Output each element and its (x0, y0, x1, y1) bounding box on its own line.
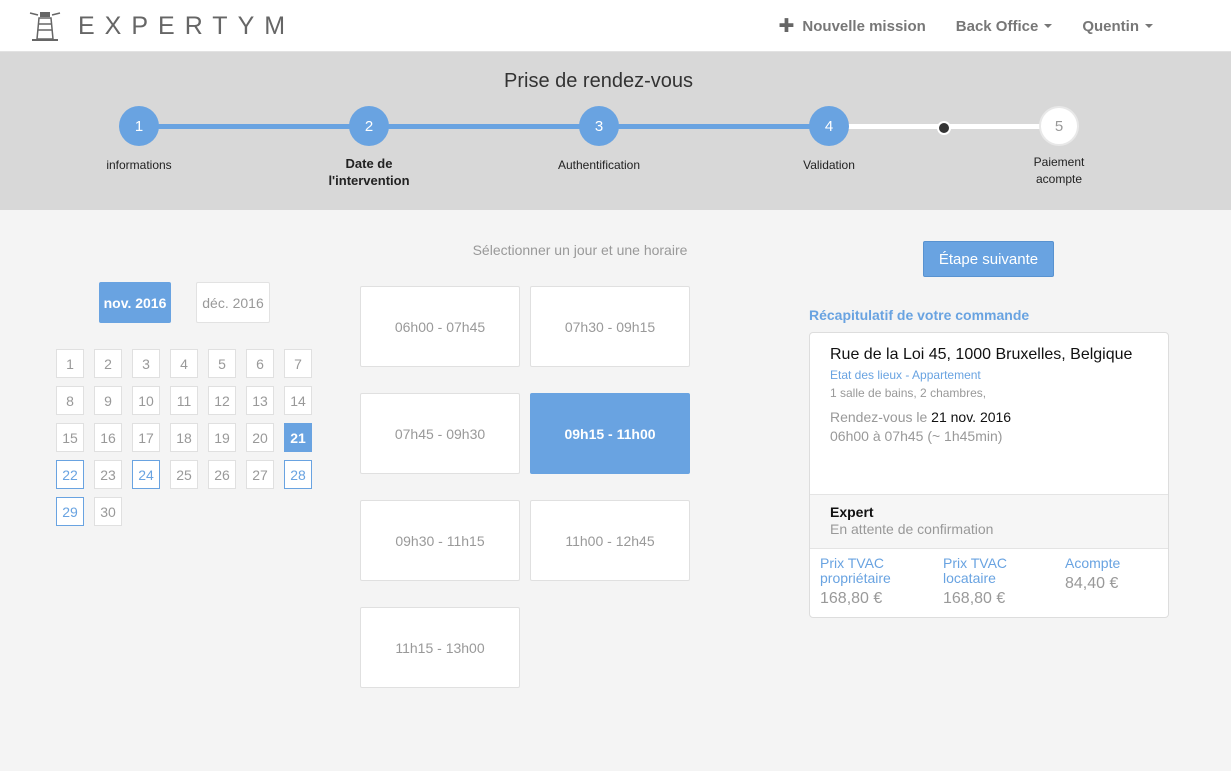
price-tenant-value: 168,80 € (943, 590, 1006, 607)
calendar-day-available[interactable]: 29 (56, 497, 84, 526)
time-slot-selected[interactable]: 09h15 - 11h00 (530, 393, 690, 474)
step-2-label-line2: l'intervention (328, 173, 410, 188)
mission-rooms: 1 salle de bains, 2 chambres, (830, 386, 987, 400)
calendar-day[interactable]: 20 (246, 423, 274, 452)
price-tenant-label-line1: Prix TVAC (943, 555, 1008, 571)
time-slot[interactable]: 07h30 - 09h15 (530, 286, 690, 367)
progress-marker (937, 121, 951, 135)
step-5-circle[interactable]: 5 (1039, 106, 1079, 146)
calendar-day-available[interactable]: 28 (284, 460, 312, 489)
appointment-date-value: 21 nov. 2016 (931, 409, 1012, 425)
calendar-day[interactable]: 1 (56, 349, 84, 378)
calendar-day[interactable]: 26 (208, 460, 236, 489)
calendar-day[interactable]: 30 (94, 497, 122, 526)
expert-label: Expert (830, 504, 874, 520)
order-summary-title: Récapitulatif de votre commande (809, 307, 1030, 323)
calendar-day[interactable]: 25 (170, 460, 198, 489)
lighthouse-icon (29, 12, 61, 41)
month-tab-nov-2016[interactable]: nov. 2016 (99, 282, 171, 323)
user-dropdown[interactable]: Quentin (1082, 18, 1153, 35)
caret-down-icon (1145, 24, 1153, 28)
calendar-day[interactable]: 11 (170, 386, 198, 415)
calendar-day[interactable]: 3 (132, 349, 160, 378)
slots-instruction: Sélectionner un jour et une horaire (472, 242, 688, 258)
brand-logo[interactable]: EXPERTYM (28, 8, 295, 44)
time-slot[interactable]: 11h15 - 13h00 (360, 607, 520, 688)
price-deposit-value: 84,40 € (1065, 575, 1119, 592)
price-deposit: Acompte 84,40 € (1065, 556, 1175, 593)
brand-name: EXPERTYM (78, 11, 296, 40)
order-summary-card: Rue de la Loi 45, 1000 Bruxelles, Belgiq… (809, 332, 1169, 618)
user-name: Quentin (1082, 17, 1139, 35)
next-step-button[interactable]: Étape suivante (923, 241, 1054, 277)
calendar-day[interactable]: 7 (284, 349, 312, 378)
back-office-dropdown[interactable]: Back Office (956, 18, 1053, 35)
mission-address: Rue de la Loi 45, 1000 Bruxelles, Belgiq… (830, 346, 1133, 363)
step-2-label-line1: Date de (345, 156, 393, 171)
calendar-day[interactable]: 16 (94, 423, 122, 452)
back-office-label: Back Office (955, 17, 1039, 35)
navbar: EXPERTYM ✚ Nouvelle mission Back Office … (0, 0, 1231, 52)
step-3-label: Authentification (557, 158, 641, 172)
calendar-day[interactable]: 9 (94, 386, 122, 415)
price-tenant: Prix TVAC locataire 168,80 € (943, 556, 1053, 608)
step-3-circle[interactable]: 3 (579, 106, 619, 146)
calendar-day[interactable]: 27 (246, 460, 274, 489)
new-mission-link[interactable]: ✚ Nouvelle mission (778, 17, 925, 36)
calendar-day[interactable]: 17 (132, 423, 160, 452)
calendar-day-selected[interactable]: 21 (284, 423, 312, 452)
price-owner-label-line1: Prix TVAC (820, 555, 885, 571)
price-tenant-label-line2: locataire (943, 570, 996, 586)
calendar-day[interactable]: 18 (170, 423, 198, 452)
step-1-label: informations (106, 158, 172, 172)
step-4-circle[interactable]: 4 (809, 106, 849, 146)
month-tab-dec-2016[interactable]: déc. 2016 (196, 282, 270, 323)
calendar-day-available[interactable]: 22 (56, 460, 84, 489)
step-2-label: Date de l'intervention (289, 155, 449, 189)
price-owner-label-line2: propriétaire (820, 570, 891, 586)
new-mission-label: Nouvelle mission (802, 17, 926, 35)
progress-track-complete (138, 124, 828, 129)
step-5-label-line2: acompte (1035, 172, 1083, 186)
time-slot[interactable]: 07h45 - 09h30 (360, 393, 520, 474)
page-title: Prise de rendez-vous (504, 70, 693, 92)
calendar-day[interactable]: 15 (56, 423, 84, 452)
calendar-day[interactable]: 4 (170, 349, 198, 378)
step-1-circle[interactable]: 1 (119, 106, 159, 146)
plus-icon: ✚ (778, 15, 795, 37)
calendar-day[interactable]: 5 (208, 349, 236, 378)
calendar-day[interactable]: 8 (56, 386, 84, 415)
step-2-circle[interactable]: 2 (349, 106, 389, 146)
time-slot[interactable]: 11h00 - 12h45 (530, 500, 690, 581)
calendar-day[interactable]: 12 (208, 386, 236, 415)
calendar-day[interactable]: 10 (132, 386, 160, 415)
step-5-label: Paiement acompte (979, 154, 1139, 188)
calendar-day[interactable]: 23 (94, 460, 122, 489)
calendar-day[interactable]: 14 (284, 386, 312, 415)
expert-status: En attente de confirmation (830, 521, 994, 537)
mission-type: Etat des lieux - Appartement (830, 368, 981, 382)
calendar-grid: 1 2 3 4 5 6 7 8 9 10 11 12 13 14 15 16 1… (56, 349, 316, 526)
calendar-day[interactable]: 6 (246, 349, 274, 378)
caret-down-icon (1044, 24, 1053, 28)
calendar-day[interactable]: 13 (246, 386, 274, 415)
appointment-time: 06h00 à 07h45 (~ 1h45min) (830, 428, 1003, 444)
appointment-date: Rendez-vous le 21 nov. 2016 (830, 409, 1011, 425)
price-owner-label: Prix TVAC propriétaire (820, 556, 930, 586)
time-slot[interactable]: 09h30 - 11h15 (360, 500, 520, 581)
calendar-day-available[interactable]: 24 (132, 460, 160, 489)
price-owner-value: 168,80 € (820, 590, 883, 607)
price-deposit-label: Acompte (1065, 555, 1121, 571)
step-5-label-line1: Paiement (1033, 155, 1085, 169)
appointment-prefix: Rendez-vous le (830, 409, 928, 425)
expert-section: Expert En attente de confirmation (810, 494, 1168, 549)
booking-stepper: Prise de rendez-vous 1 2 3 4 5 informati… (0, 52, 1231, 210)
time-slot[interactable]: 06h00 - 07h45 (360, 286, 520, 367)
price-tenant-label: Prix TVAC locataire (943, 556, 1053, 586)
price-owner: Prix TVAC propriétaire 168,80 € (820, 556, 930, 608)
calendar-day[interactable]: 2 (94, 349, 122, 378)
calendar-day[interactable]: 19 (208, 423, 236, 452)
step-4-label: Validation (803, 158, 855, 172)
